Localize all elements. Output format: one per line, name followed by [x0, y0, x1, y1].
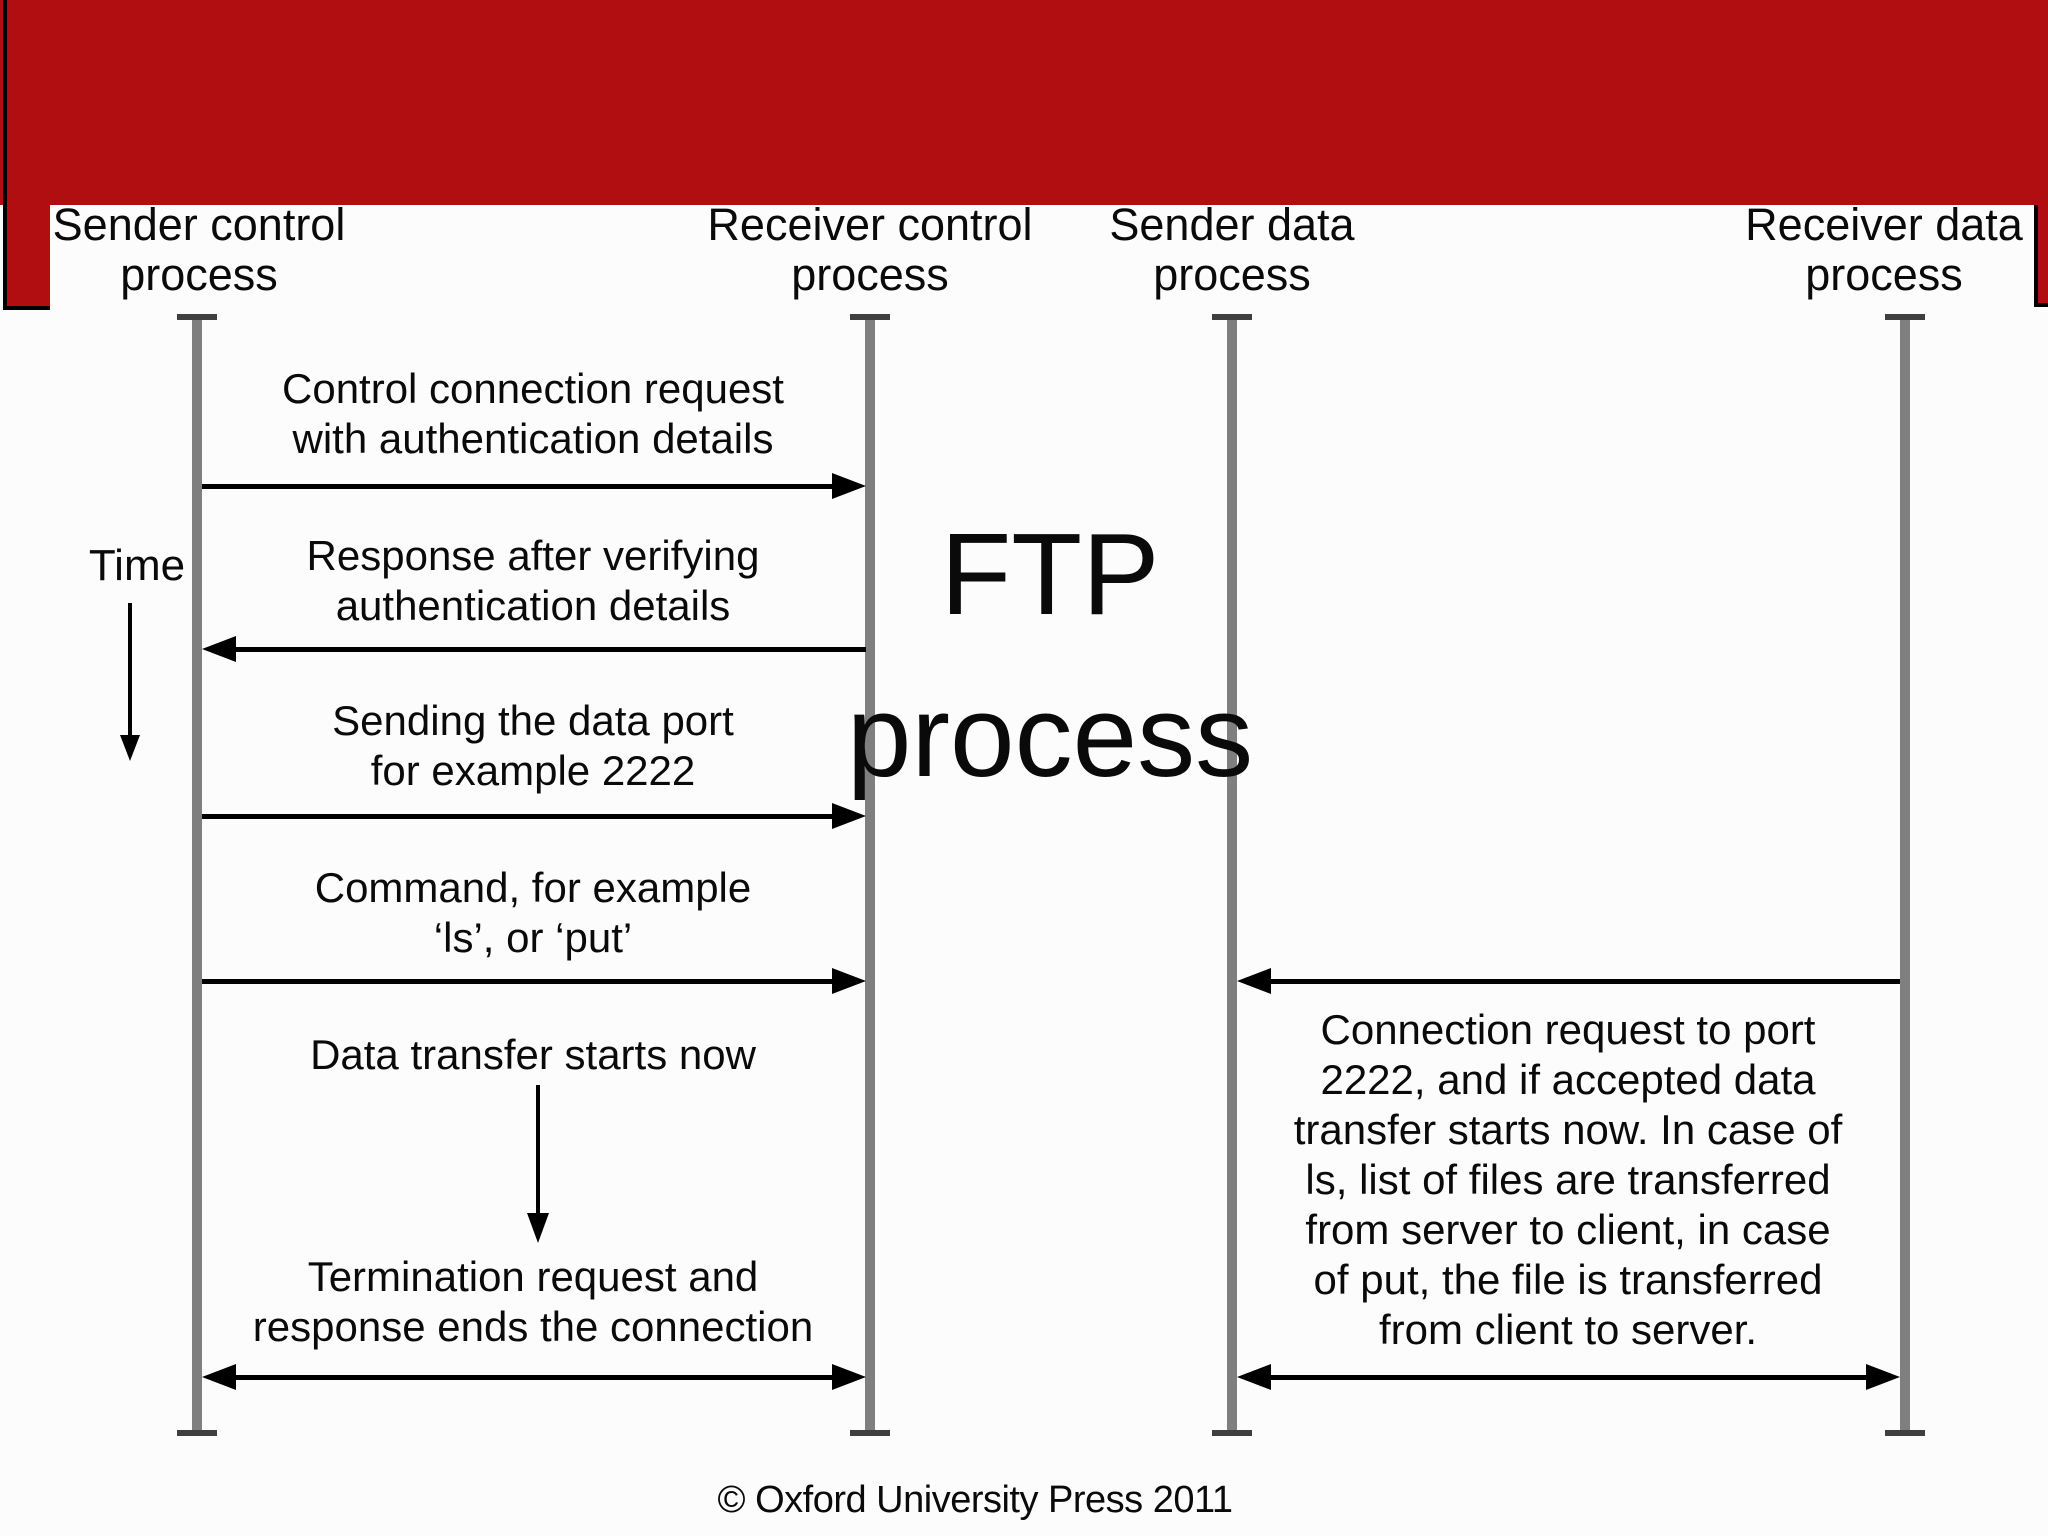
ftp-process-caption: FTP process	[700, 493, 1400, 817]
message-line: Control connection request	[282, 365, 784, 412]
arrowhead-right-icon	[832, 968, 866, 994]
data-connection-note: Connection request to port 2222, and if …	[1230, 1005, 1906, 1355]
arrow-data-connection-request	[1237, 968, 1900, 994]
lifeline-sender-data	[1227, 320, 1237, 1430]
lifeline-receiver-data	[1900, 320, 1910, 1430]
arrowhead-left-icon	[202, 636, 236, 662]
note-line: of put, the file is transferred	[1313, 1256, 1823, 1303]
copyright-text: © Oxford University Press 2011	[717, 1479, 1233, 1521]
message-auth-response: Response after verifying authentication …	[183, 531, 883, 631]
message-line: response ends the connection	[252, 1303, 814, 1350]
arrowhead-left-icon	[1237, 968, 1271, 994]
message-termination: Termination request and response ends th…	[183, 1252, 883, 1352]
message-line: ‘ls’, or ‘put’	[433, 914, 633, 961]
column-header-receiver-control: Receiver control process	[670, 200, 1070, 300]
arrowhead-down-icon	[120, 735, 140, 761]
arrow-auth-response	[202, 636, 866, 662]
arrow-control-connection-request	[202, 473, 866, 499]
message-line: authentication details	[335, 582, 731, 629]
note-line: ls, list of files are transferred	[1305, 1156, 1831, 1203]
column-header-line: process	[1805, 249, 1963, 300]
message-line: with authentication details	[292, 415, 774, 462]
message-command: Command, for example ‘ls’, or ‘put’	[183, 863, 883, 963]
message-line: Termination request and	[307, 1253, 759, 1300]
column-header-sender-control: Sender control process	[22, 200, 376, 300]
banner-left-edge-border	[3, 0, 7, 309]
message-line: Command, for example	[314, 864, 752, 911]
note-line: Connection request to port	[1320, 1006, 1816, 1053]
column-header-line: Sender data	[1109, 199, 1355, 250]
arrowhead-right-icon	[1866, 1364, 1900, 1390]
note-line: from server to client, in case	[1305, 1206, 1831, 1253]
column-header-line: Sender control	[52, 199, 346, 250]
arrow-command	[202, 968, 866, 994]
arrowhead-left-icon	[202, 1364, 236, 1390]
lifeline-receiver-control	[865, 320, 875, 1430]
lifeline-sender-control	[192, 320, 202, 1430]
message-line: Sending the data port	[332, 697, 734, 744]
column-header-line: Receiver data	[1745, 199, 2023, 250]
note-line: from client to server.	[1378, 1306, 1758, 1353]
column-header-line: Receiver control	[707, 199, 1033, 250]
message-data-transfer-starts: Data transfer starts now	[183, 1030, 883, 1080]
time-axis-label: Time	[88, 541, 186, 590]
banner-right-tab-border-left	[2034, 205, 2038, 307]
time-axis-arrow	[120, 603, 140, 761]
ftp-caption-line: process	[846, 671, 1254, 801]
arrowhead-right-icon	[832, 803, 866, 829]
banner-right-tab	[2038, 205, 2048, 303]
message-line: Data transfer starts now	[310, 1031, 756, 1078]
message-sending-data-port: Sending the data port for example 2222	[183, 696, 883, 796]
ftp-caption-line: FTP	[940, 509, 1160, 639]
arrow-data-transfer-elapse	[527, 1085, 549, 1243]
arrow-termination-both-ways	[202, 1364, 866, 1390]
arrowhead-down-icon	[527, 1213, 549, 1243]
note-line: 2222, and if accepted data	[1320, 1056, 1816, 1103]
column-header-line: process	[120, 249, 278, 300]
column-header-receiver-data: Receiver data process	[1720, 200, 2048, 300]
banner-left-tab	[7, 205, 50, 306]
column-header-sender-data: Sender data process	[1032, 200, 1432, 300]
banner-right-tab-border-bottom	[2034, 303, 2048, 307]
message-line: for example 2222	[370, 747, 696, 794]
arrowhead-right-icon	[832, 1364, 866, 1390]
arrow-sending-data-port	[202, 803, 866, 829]
column-header-line: process	[1153, 249, 1311, 300]
arrow-data-transfer-both-ways	[1237, 1364, 1900, 1390]
arrowhead-right-icon	[832, 473, 866, 499]
arrowhead-left-icon	[1237, 1364, 1271, 1390]
note-line: transfer starts now. In case of	[1293, 1106, 1843, 1153]
message-line: Response after verifying	[306, 532, 760, 579]
banner-left-tab-border	[3, 306, 50, 310]
title-banner	[0, 0, 2048, 205]
column-header-line: process	[791, 249, 949, 300]
message-control-connection-request: Control connection request with authenti…	[183, 364, 883, 464]
